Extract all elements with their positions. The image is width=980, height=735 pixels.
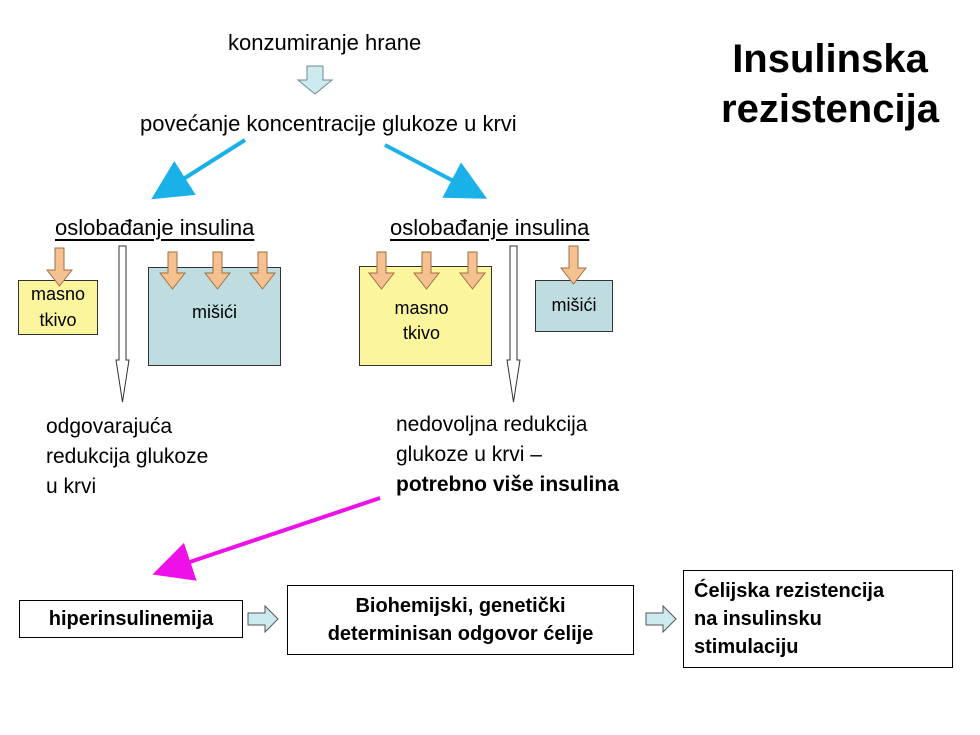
left-result-text: odgovarajuća redukcija glukoze u krvi bbox=[46, 412, 208, 501]
hyperinsulinemia-label: hiperinsulinemija bbox=[48, 608, 214, 630]
right-result-line-2: glukoze u krvi – bbox=[396, 442, 542, 466]
insulin-arrow-left-fat bbox=[45, 247, 74, 287]
insulin-arrow-left-muscle-2 bbox=[203, 251, 232, 290]
insulin-arrow-left-muscle-1 bbox=[158, 251, 187, 290]
cell-response-box: Biohemijski, genetički determinisan odgo… bbox=[287, 585, 634, 655]
left-result-line-3: u krvi bbox=[46, 474, 97, 498]
right-muscle-box: mišići bbox=[535, 280, 613, 332]
food-intake-label: konzumiranje hrane bbox=[228, 30, 422, 55]
right-result-line-3: potrebno više insulina bbox=[396, 472, 619, 496]
glucose-increase-label: povećanje koncentracije glukoze u krvi bbox=[140, 111, 517, 136]
hyperinsulinemia-box: hiperinsulinemija bbox=[19, 600, 243, 638]
title-line-1: Insulinska bbox=[732, 37, 928, 81]
left-result-line-2: redukcija glukoze bbox=[46, 444, 209, 468]
left-insulin-release-label: oslobađanje insulina bbox=[55, 215, 255, 240]
left-result-line-1: odgovarajuća bbox=[46, 415, 173, 438]
cell-response-line-2: determinisan odgovor ćelije bbox=[327, 623, 594, 645]
left-muscle-label: mišići bbox=[192, 301, 237, 322]
left-fat-line-1: masno bbox=[30, 284, 86, 305]
left-long-down-arrow bbox=[115, 245, 130, 403]
glucose-to-right-insulin-arrow bbox=[384, 143, 488, 199]
diagram-title: Insulinska rezistencija bbox=[700, 34, 960, 134]
cell-resistance-box: Ćelijska rezistencija na insulinsku stim… bbox=[683, 570, 953, 668]
insulin-arrow-right-fat-1 bbox=[367, 251, 396, 290]
insulin-arrow-right-muscle bbox=[559, 245, 588, 285]
food-to-glucose-arrow bbox=[296, 65, 334, 95]
insulin-arrow-left-muscle-3 bbox=[248, 251, 277, 290]
right-result-text: nedovoljna redukcija glukoze u krvi – po… bbox=[396, 410, 619, 499]
title-line-2: rezistencija bbox=[721, 87, 939, 131]
right-long-down-arrow bbox=[506, 245, 521, 403]
flow-arrow-2 bbox=[645, 604, 677, 634]
left-fat-tissue-box: masno tkivo bbox=[18, 280, 98, 335]
insulin-arrow-right-fat-3 bbox=[458, 251, 487, 290]
flow-arrow-1 bbox=[247, 604, 279, 634]
cell-resistance-line-3: stimulaciju bbox=[694, 636, 799, 658]
insufficient-to-hyperinsulinemia-arrow bbox=[152, 496, 381, 581]
right-fat-line-2: tkivo bbox=[402, 323, 440, 343]
right-fat-line-1: masno bbox=[394, 297, 449, 318]
insulin-arrow-right-fat-2 bbox=[412, 251, 441, 290]
cell-resistance-line-1: Ćelijska rezistencija bbox=[694, 580, 885, 602]
left-fat-line-2: tkivo bbox=[39, 309, 77, 330]
glucose-to-left-insulin-arrow bbox=[151, 138, 247, 200]
right-result-line-1: nedovoljna redukcija bbox=[396, 413, 588, 436]
right-muscle-label: mišići bbox=[551, 295, 597, 316]
cell-response-line-1: Biohemijski, genetički bbox=[355, 595, 566, 617]
cell-resistance-line-2: na insulinsku bbox=[694, 608, 822, 630]
right-insulin-release-label: oslobađanje insulina bbox=[390, 215, 590, 240]
